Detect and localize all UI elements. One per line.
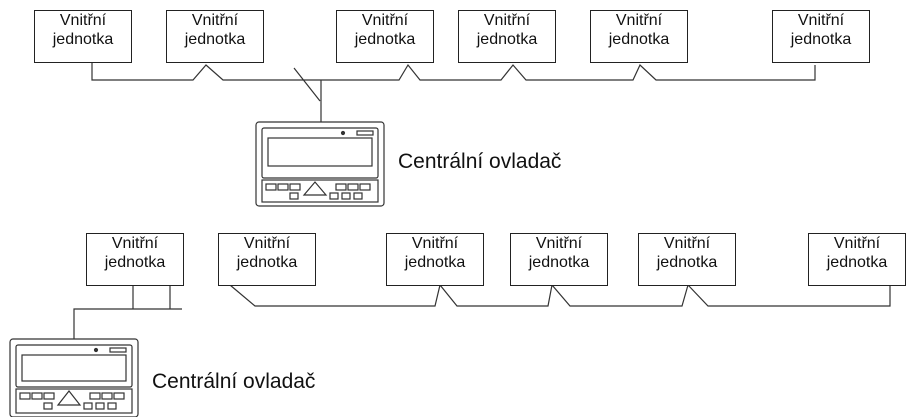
unit-label-line2: jednotka (656, 254, 718, 271)
unit-label-line1: Vnitřní (615, 12, 663, 29)
central-controller-top (255, 121, 385, 207)
unit-label-line1: Vnitřní (833, 235, 881, 252)
unit-label-line2: jednotka (404, 254, 466, 271)
indoor-unit-box: Vnitřní jednotka (590, 10, 688, 63)
controller-label-bottom: Centrální ovladač (152, 370, 316, 393)
indoor-unit-box: Vnitřní jednotka (86, 233, 184, 286)
unit-label-line1: Vnitřní (111, 235, 159, 252)
indoor-unit-box: Vnitřní jednotka (218, 233, 316, 286)
indoor-unit-box: Vnitřní jednotka (34, 10, 132, 63)
unit-label-line2: jednotka (184, 31, 246, 48)
indoor-unit-box: Vnitřní jednotka (772, 10, 870, 63)
unit-label-line1: Vnitřní (361, 12, 409, 29)
controller-label-top: Centrální ovladač (398, 150, 562, 173)
indoor-unit-box: Vnitřní jednotka (510, 233, 608, 286)
unit-label-line2: jednotka (826, 254, 888, 271)
indoor-unit-box: Vnitřní jednotka (638, 233, 736, 286)
unit-label-line1: Vnitřní (59, 12, 107, 29)
indoor-unit-box: Vnitřní jednotka (166, 10, 264, 63)
unit-label-line1: Vnitřní (663, 235, 711, 252)
unit-label-line2: jednotka (104, 254, 166, 271)
unit-label-line2: jednotka (236, 254, 298, 271)
unit-label-line2: jednotka (354, 31, 416, 48)
unit-label-line2: jednotka (528, 254, 590, 271)
unit-label-line1: Vnitřní (191, 12, 239, 29)
bottom-wiring-bus (73, 283, 891, 339)
unit-label-line1: Vnitřní (797, 12, 845, 29)
unit-label-line2: jednotka (608, 31, 670, 48)
unit-label-line1: Vnitřní (483, 12, 531, 29)
central-controller-bottom (9, 338, 139, 417)
unit-label-line1: Vnitřní (535, 235, 583, 252)
indoor-unit-box: Vnitřní jednotka (808, 233, 906, 286)
top-wiring-bus (91, 63, 816, 122)
unit-label-line1: Vnitřní (243, 235, 291, 252)
unit-label-line2: jednotka (52, 31, 114, 48)
unit-label-line2: jednotka (790, 31, 852, 48)
indoor-unit-box: Vnitřní jednotka (386, 233, 484, 286)
indoor-unit-box: Vnitřní jednotka (458, 10, 556, 63)
indoor-unit-box: Vnitřní jednotka (336, 10, 434, 63)
unit-label-line2: jednotka (476, 31, 538, 48)
unit-label-line1: Vnitřní (411, 235, 459, 252)
